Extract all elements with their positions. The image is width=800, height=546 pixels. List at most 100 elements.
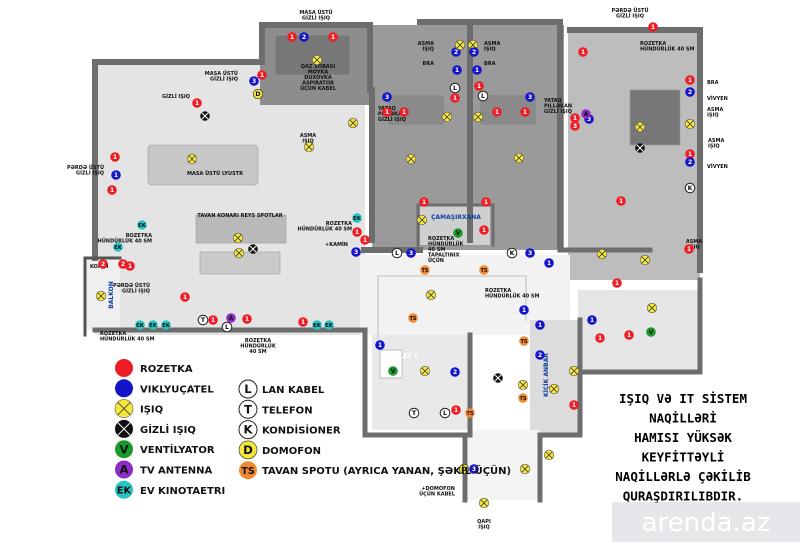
marker-isiq [232, 232, 244, 244]
marker-ek: EK [137, 220, 147, 230]
kitchen-wall [262, 22, 373, 93]
svg-text:1: 1 [495, 109, 499, 116]
marker-rozetka: 1 [110, 152, 120, 162]
legend-label: VIKLYUÇATEL [140, 384, 214, 395]
marker-a: A [581, 109, 591, 119]
marker-isiq [405, 153, 417, 165]
svg-text:EK: EK [117, 485, 132, 496]
marker-rozetka: 1 [192, 98, 202, 108]
svg-text:1: 1 [688, 151, 692, 158]
marker-isiq [519, 463, 531, 475]
svg-text:3: 3 [252, 78, 256, 85]
svg-text:T: T [244, 402, 252, 416]
svg-text:EK: EK [313, 323, 322, 329]
marker-isiq [416, 214, 428, 226]
svg-text:1: 1 [422, 199, 426, 206]
bedroom-middle-wall [467, 19, 563, 248]
svg-text:D: D [461, 466, 466, 473]
svg-text:1: 1 [454, 407, 458, 414]
svg-text:3: 3 [409, 250, 413, 257]
marker-isiq [596, 248, 608, 260]
room-label-tualet: TUALET 1 [386, 353, 418, 360]
marker-rozetka: 1 [595, 333, 605, 343]
legend-item-isiq: IŞIQ [114, 399, 163, 418]
marker-ts: TS [518, 393, 528, 403]
svg-text:2: 2 [454, 49, 458, 56]
marker-rozetka: 1 [208, 315, 218, 325]
room-label-balkon: BALKON [108, 281, 115, 309]
svg-text:V: V [649, 329, 654, 336]
marker-rozetka: 1 [648, 22, 658, 32]
marker-isiq [639, 254, 651, 266]
svg-text:V: V [119, 442, 128, 456]
svg-text:K: K [688, 185, 694, 192]
svg-text:D: D [255, 91, 260, 98]
marker-rozetka: 1 [450, 93, 460, 103]
svg-text:1: 1 [522, 307, 526, 314]
marker-isiq [543, 449, 555, 461]
marker-t: T [197, 314, 209, 326]
svg-text:1: 1 [363, 237, 367, 244]
svg-text:1: 1 [619, 198, 623, 205]
marker-d: D [252, 88, 264, 100]
marker-viklyucatel: 3 [351, 247, 361, 257]
svg-text:1: 1 [211, 317, 215, 324]
svg-text:1: 1 [378, 342, 382, 349]
marker-rozetka: 1 [520, 107, 530, 117]
bed-left [387, 94, 445, 126]
svg-text:2: 2 [688, 89, 692, 96]
svg-text:L: L [443, 410, 447, 417]
marker-rozetka: 1 [382, 107, 392, 117]
marker-rozetka: 1 [685, 75, 695, 85]
legend-item-t: T TELEFON [238, 399, 313, 419]
marker-viklyucatel: 3 [469, 464, 479, 474]
marker-rozetka: 1 [479, 225, 489, 235]
marker-l: L [221, 321, 233, 333]
svg-text:TS: TS [421, 268, 428, 274]
svg-text:1: 1 [385, 109, 389, 116]
svg-text:1: 1 [128, 263, 132, 270]
svg-text:1: 1 [195, 100, 199, 107]
legend-label: TELEFON [262, 405, 313, 416]
svg-text:K: K [243, 423, 253, 437]
svg-text:1: 1 [113, 154, 117, 161]
marker-viklyucatel: 3 [249, 76, 259, 86]
svg-text:1: 1 [477, 83, 481, 90]
marker-gizli [493, 373, 503, 383]
dining-table [147, 144, 259, 186]
svg-text:2: 2 [302, 34, 306, 41]
marker-isiq [646, 302, 658, 314]
marker-gizli [248, 244, 258, 254]
svg-text:1: 1 [538, 322, 542, 329]
marker-l: L [449, 82, 461, 94]
entrance-floor [468, 430, 540, 500]
marker-rozetka: 1 [107, 185, 117, 195]
svg-text:2: 2 [121, 261, 125, 268]
label-tavan-konari: TAVAN KONARI REYS SPOTLAR [197, 213, 282, 219]
marker-rozetka: 1 [298, 317, 308, 327]
svg-text:EK: EK [149, 323, 158, 329]
svg-text:EK: EK [353, 216, 362, 222]
svg-text:T: T [412, 410, 417, 417]
master-bedroom-floor [568, 30, 700, 280]
svg-text:L: L [453, 85, 457, 92]
watermark-bg [612, 502, 800, 542]
marker-rozetka: 1 [257, 70, 267, 80]
marker-isiq [472, 111, 484, 123]
walls [83, 19, 703, 503]
marker-v: V [453, 228, 463, 238]
marker-isiq [478, 497, 490, 509]
